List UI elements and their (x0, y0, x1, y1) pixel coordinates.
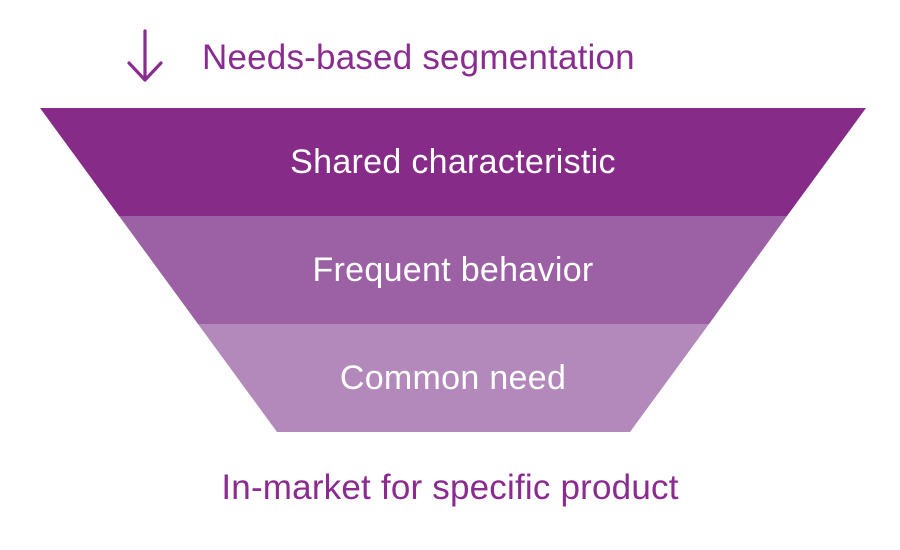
funnel-layer-3-shape (198, 324, 709, 432)
footer-caption: In-market for specific product (221, 468, 679, 507)
funnel-layer-2-shape (119, 216, 787, 324)
funnel-shape (40, 108, 866, 432)
funnel-layer-1-label: Shared characteristic (290, 143, 616, 181)
diagram-title: Needs-based segmentation (202, 38, 635, 77)
funnel-layer-3-label: Common need (339, 359, 567, 397)
down-arrow-icon (127, 29, 163, 82)
funnel-layer-2-label: Frequent behavior (312, 251, 594, 289)
down-arrow-path (127, 29, 163, 82)
funnel-layer-1-shape (40, 108, 866, 216)
